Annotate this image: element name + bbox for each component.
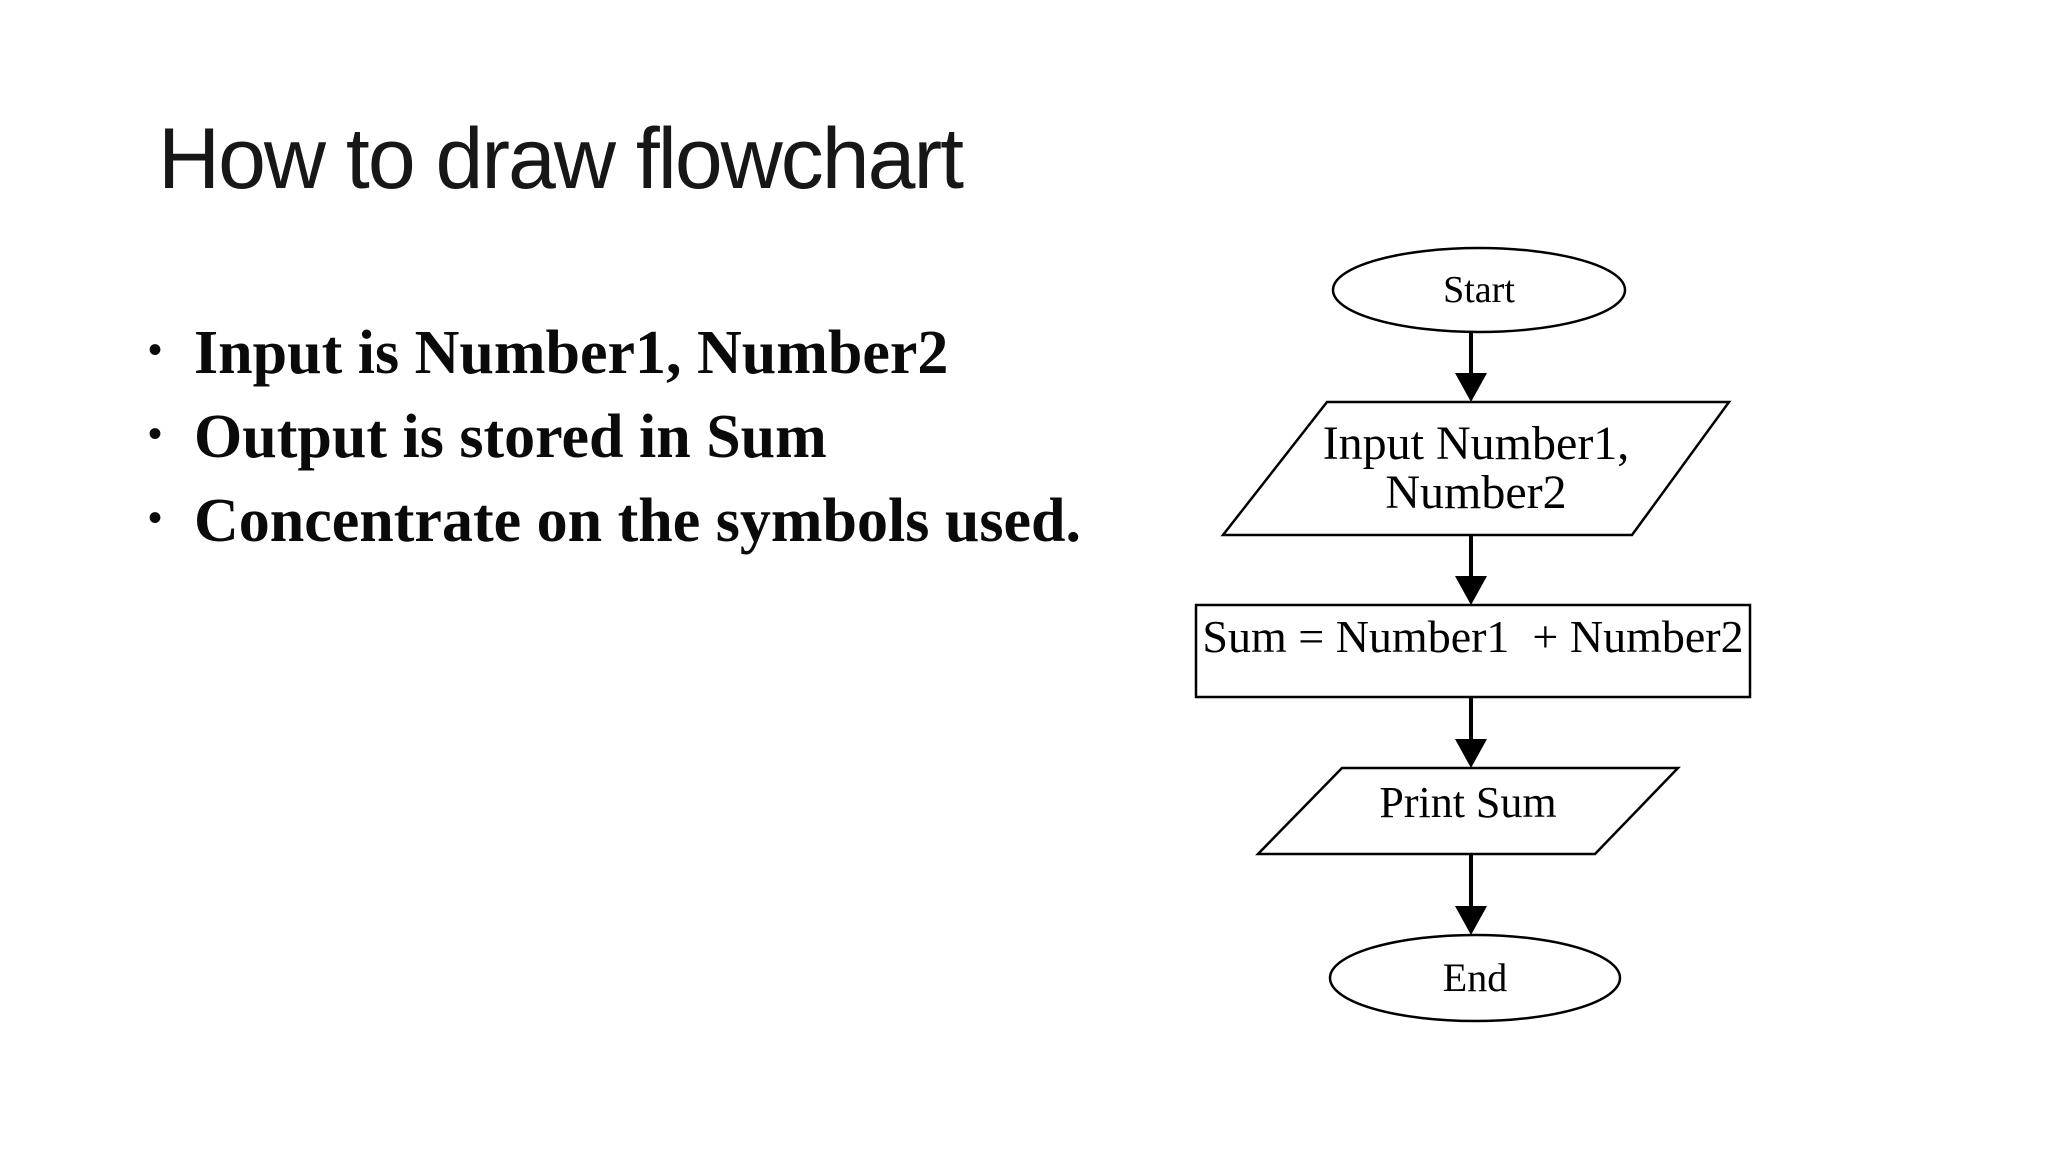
- flowchart-node-end-label: End: [1442, 954, 1508, 1000]
- end-terminator-shape: [1328, 933, 1622, 1023]
- arrowhead-down-icon: [1455, 739, 1487, 768]
- flow-arrow-input-to-process: [1455, 535, 1487, 605]
- bullet-list: • Input is Number1, Number2 • Output is …: [148, 311, 1081, 563]
- flow-arrow-start-to-input: [1455, 332, 1487, 402]
- flowchart-node-output-label: Print Sum: [1379, 777, 1557, 827]
- bullet-item: • Output is stored in Sum: [148, 395, 1081, 479]
- bullet-text: Output is stored in Sum: [194, 402, 827, 471]
- flowchart-node-input-label: Input Number1, Number2: [1322, 416, 1630, 519]
- flowchart-node-process-label: Sum = Number1 + Number2: [1202, 610, 1744, 662]
- input-parallelogram-shape: [1220, 400, 1732, 537]
- flowchart-node-start-label: Start: [1443, 268, 1515, 311]
- bullet-item: • Concentrate on the symbols used.: [148, 479, 1081, 563]
- bullet-icon: •: [148, 494, 163, 540]
- flow-arrow-process-to-output: [1455, 697, 1487, 768]
- bullet-text: Input is Number1, Number2: [194, 318, 949, 387]
- bullet-text: Concentrate on the symbols used.: [194, 486, 1081, 555]
- arrowhead-down-icon: [1455, 373, 1487, 402]
- slide-title: How to draw flowchart: [158, 111, 964, 207]
- bullet-icon: •: [148, 326, 163, 372]
- bullet-item: • Input is Number1, Number2: [148, 311, 1081, 395]
- arrowhead-down-icon: [1455, 576, 1487, 605]
- bullet-icon: •: [148, 410, 163, 456]
- flow-arrow-output-to-end: [1455, 854, 1487, 935]
- arrowhead-down-icon: [1455, 906, 1487, 935]
- start-terminator-shape: [1331, 246, 1627, 334]
- output-parallelogram-shape: [1255, 766, 1681, 856]
